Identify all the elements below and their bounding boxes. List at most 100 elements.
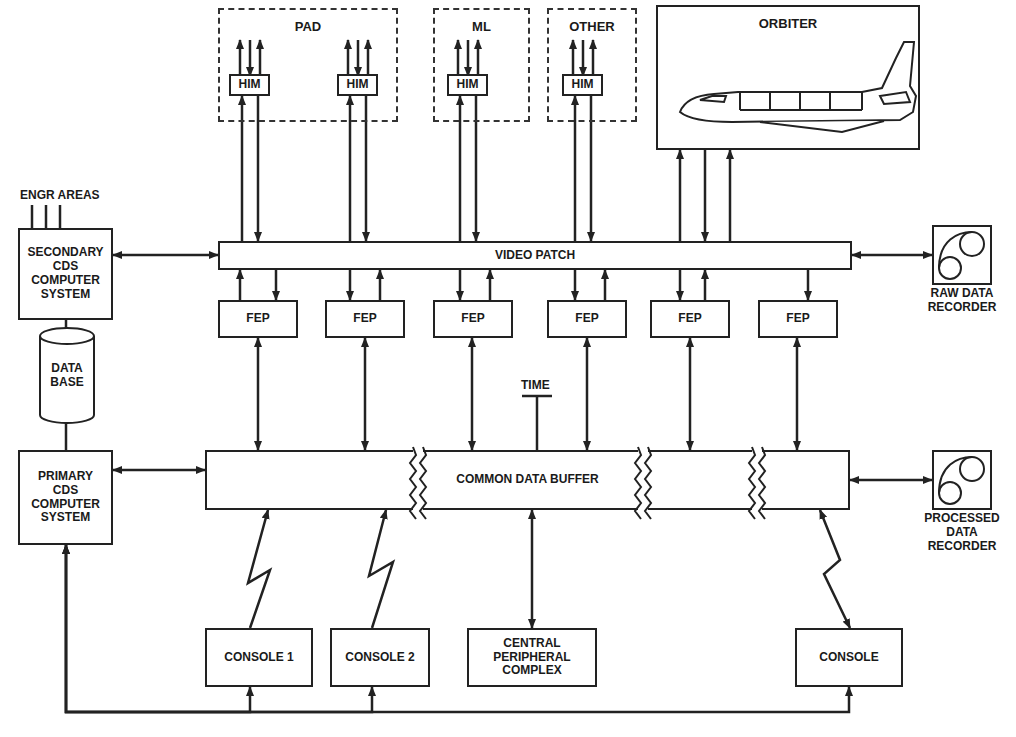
connector-arrow <box>379 270 382 300</box>
node-label: HIM <box>347 78 369 92</box>
node-label: ML <box>435 20 528 35</box>
connector-arrow <box>364 338 367 450</box>
process-box: CONSOLE <box>795 628 903 687</box>
process-box: SECONDARY CDS COMPUTER SYSTEM <box>18 228 113 320</box>
connector-arrow <box>574 270 577 300</box>
recorder-symbol: RAW DATA RECORDER <box>932 225 992 285</box>
connector-arrow <box>239 270 242 300</box>
node-label: COMMON DATA BUFFER <box>456 473 598 487</box>
node-label: FEP <box>461 312 484 326</box>
process-box: HIM <box>229 74 270 96</box>
connector-arrow <box>65 423 68 450</box>
node-label: HIM <box>239 78 261 92</box>
node-label: OTHER <box>549 20 635 35</box>
connector-arrow <box>852 254 932 257</box>
connector-arrow <box>704 270 707 300</box>
connector-arrow <box>586 338 589 450</box>
connector-arrow <box>475 96 478 241</box>
connector-arrow <box>531 510 534 628</box>
orbiter-illustration <box>680 42 916 132</box>
connector-arrow <box>489 270 492 300</box>
node-label: PROCESSED DATA RECORDER <box>923 512 1001 553</box>
node-label: CONSOLE 1 <box>224 651 293 665</box>
process-box: CONSOLE 1 <box>205 628 313 687</box>
node-label: HIM <box>572 78 594 92</box>
node-label: FEP <box>786 312 809 326</box>
free-label: TIME <box>521 378 550 392</box>
connector-arrow <box>365 96 368 241</box>
connector-arrow <box>820 510 850 628</box>
node-label: FEP <box>353 312 376 326</box>
connector-arrow <box>679 150 682 241</box>
connector-arrow <box>349 270 352 300</box>
process-box: FEP <box>547 300 627 338</box>
buffer-band: COMMON DATA BUFFER <box>205 450 850 510</box>
connector-arrow <box>807 270 810 300</box>
process-box: FEP <box>325 300 405 338</box>
database-cylinder <box>40 328 94 423</box>
node-label: PRIMARY CDS COMPUTER SYSTEM <box>27 470 105 525</box>
connector-arrow <box>689 338 692 450</box>
process-box: VIDEO PATCH <box>218 241 852 270</box>
connector-arrow <box>275 270 278 300</box>
connector-arrow <box>113 469 205 472</box>
connector-arrow <box>248 510 270 628</box>
process-box: FEP <box>218 300 298 338</box>
process-box: HIM <box>447 74 488 96</box>
connector-arrow <box>65 320 68 328</box>
node-label: VIDEO PATCH <box>495 249 575 263</box>
dashed-group-box: OTHER HIM <box>547 8 637 122</box>
connector-arrow <box>459 96 462 241</box>
connector-arrow <box>471 338 474 450</box>
tape-reels <box>939 232 984 504</box>
node-label: HIM <box>457 78 479 92</box>
connector-arrow <box>796 338 799 450</box>
connector-arrow <box>704 150 707 241</box>
him-io-arrows <box>240 40 593 76</box>
connector-arrow <box>369 510 393 628</box>
process-box: FEP <box>650 300 730 338</box>
node-label: RAW DATA RECORDER <box>923 287 1001 315</box>
node-label: CONSOLE 2 <box>345 651 414 665</box>
node-label: CENTRAL PERIPHERAL COMPLEX <box>490 637 574 678</box>
process-box: HIM <box>562 74 603 96</box>
connector-arrow <box>241 96 244 241</box>
connector-arrow <box>679 270 682 300</box>
node-label: SECONDARY CDS COMPUTER SYSTEM <box>26 246 106 301</box>
connector-arrow <box>590 96 593 241</box>
connector-arrow <box>66 545 372 712</box>
free-label: ENGR AREAS <box>20 188 100 202</box>
node-label: DATA BASE <box>42 362 92 390</box>
dashed-group-box: PADHIMHIM <box>218 8 398 122</box>
connector-arrow <box>850 479 932 482</box>
node-label: ORBITER <box>658 17 918 32</box>
connector-arrow <box>459 270 462 300</box>
connector-arrow <box>66 545 849 712</box>
dashed-group-box: ML HIM <box>433 8 530 122</box>
node-label: FEP <box>575 312 598 326</box>
process-box: FEP <box>433 300 513 338</box>
process-box: FEP <box>758 300 838 338</box>
connector-arrow <box>257 96 260 241</box>
process-box: HIM <box>337 74 378 96</box>
connector-arrow <box>349 96 352 241</box>
connector-arrow <box>574 96 577 241</box>
node-label: FEP <box>678 312 701 326</box>
process-box: CENTRAL PERIPHERAL COMPLEX <box>467 628 597 687</box>
connector-arrow <box>113 254 218 257</box>
recorder-symbol: PROCESSED DATA RECORDER <box>932 450 992 510</box>
process-box: PRIMARY CDS COMPUTER SYSTEM <box>18 450 113 545</box>
process-box: CONSOLE 2 <box>330 628 430 687</box>
connector-arrow <box>604 270 607 300</box>
connector-arrow <box>729 150 732 241</box>
connector-arrow <box>257 338 260 450</box>
engr-area-lines <box>32 205 60 228</box>
database-cylinder: DATA BASE <box>40 328 94 423</box>
time-line <box>522 396 552 450</box>
orbiter-box: ORBITER <box>656 5 920 150</box>
node-label: CONSOLE <box>819 651 878 665</box>
node-label: FEP <box>246 312 269 326</box>
